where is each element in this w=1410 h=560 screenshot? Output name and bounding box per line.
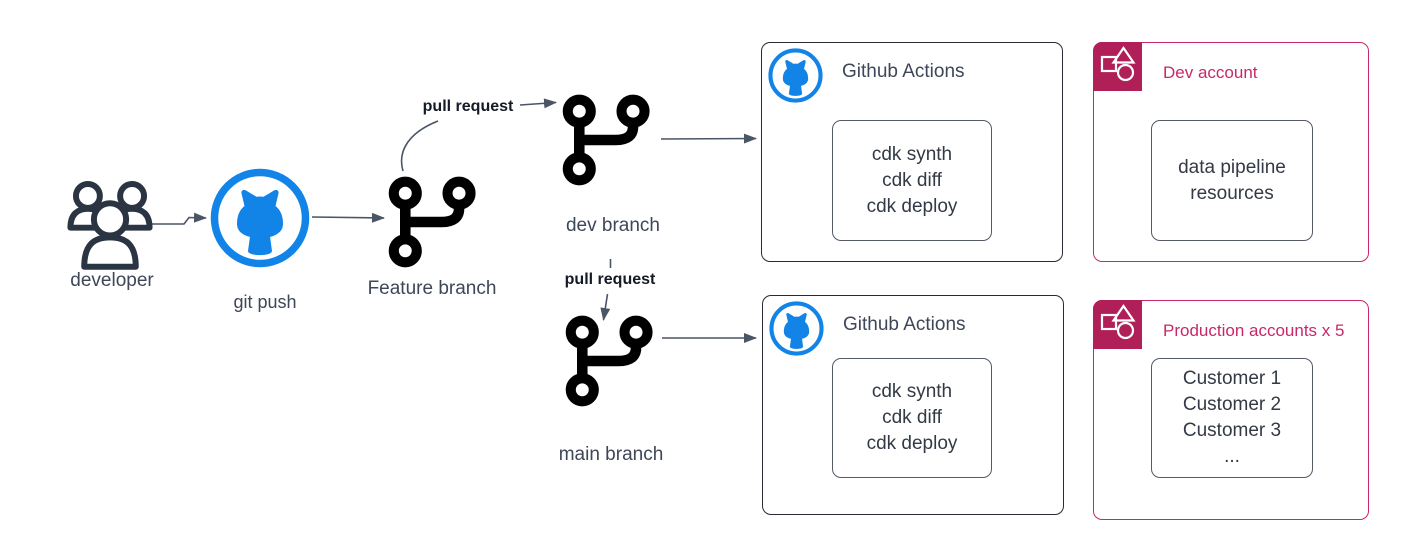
dev-branch-icon bbox=[561, 92, 659, 188]
github-actions-main-box: Github Actions cdk synth cdk diff cdk de… bbox=[762, 295, 1064, 515]
data-pipeline-resources-text: data pipeline resources bbox=[1178, 156, 1286, 204]
developer-users-icon bbox=[64, 178, 156, 270]
cdk-step: cdk diff bbox=[882, 169, 942, 191]
feature-branch-label: Feature branch bbox=[367, 278, 497, 299]
arrow-pull-request-to-dev-branch bbox=[519, 98, 557, 109]
cdk-step: cdk synth bbox=[871, 381, 953, 402]
developer-label: developer bbox=[70, 270, 154, 291]
customer-item: Customer 3 bbox=[1182, 420, 1282, 441]
github-actions-dev-title: Github Actions bbox=[842, 61, 965, 82]
cdk-step: cdk diff bbox=[882, 407, 942, 428]
feature-branch-icon bbox=[387, 174, 485, 270]
account-badge bbox=[1093, 300, 1142, 349]
dev-branch-label: dev branch bbox=[565, 215, 661, 236]
pull-request-main-label: pull request bbox=[564, 271, 656, 288]
github-octocat-icon bbox=[769, 301, 824, 356]
account-badge bbox=[1093, 42, 1142, 91]
curve-feature-branch-to-pull-request bbox=[400, 120, 439, 172]
git-push-label: git push bbox=[233, 292, 297, 312]
customer-item: Customer 1 bbox=[1182, 368, 1282, 389]
pull-request-dev-label: pull request bbox=[422, 98, 514, 115]
data-pipeline-resources-box: data pipeline resources bbox=[1151, 120, 1313, 241]
production-accounts-title: Production accounts x 5 bbox=[1163, 321, 1345, 340]
cdk-step: cdk deploy bbox=[866, 433, 958, 454]
github-actions-main-title: Github Actions bbox=[843, 314, 966, 335]
dev-account-title: Dev account bbox=[1163, 63, 1258, 82]
cdk-step: cdk deploy bbox=[866, 195, 958, 217]
arrow-developer-to-github bbox=[151, 212, 207, 225]
arrow-github-to-feature-branch bbox=[311, 212, 385, 223]
production-accounts-box: Production accounts x 5 Customer 1 Custo… bbox=[1093, 300, 1369, 520]
resource-group-icon bbox=[1093, 42, 1142, 91]
github-actions-dev-box: Github Actions cdk synth cdk diff cdk de… bbox=[761, 42, 1063, 262]
customer-item: Customer 2 bbox=[1182, 394, 1282, 415]
customers-box: Customer 1 Customer 2 Customer 3 ... bbox=[1151, 358, 1313, 478]
customer-item: ... bbox=[1224, 446, 1240, 467]
cdk-step: cdk synth bbox=[871, 143, 953, 165]
main-branch-label: main branch bbox=[558, 444, 664, 465]
main-branch-icon bbox=[564, 313, 662, 409]
github-octocat-icon bbox=[768, 48, 823, 103]
arrow-dev-branch-to-github-actions bbox=[660, 133, 757, 144]
resource-group-icon bbox=[1093, 300, 1142, 349]
github-octocat-icon bbox=[210, 168, 310, 268]
cdk-steps-dev-box: cdk synth cdk diff cdk deploy bbox=[832, 120, 992, 241]
cdk-steps-main-box: cdk synth cdk diff cdk deploy bbox=[832, 358, 992, 478]
dev-account-box: Dev account data pipeline resources bbox=[1093, 42, 1369, 262]
